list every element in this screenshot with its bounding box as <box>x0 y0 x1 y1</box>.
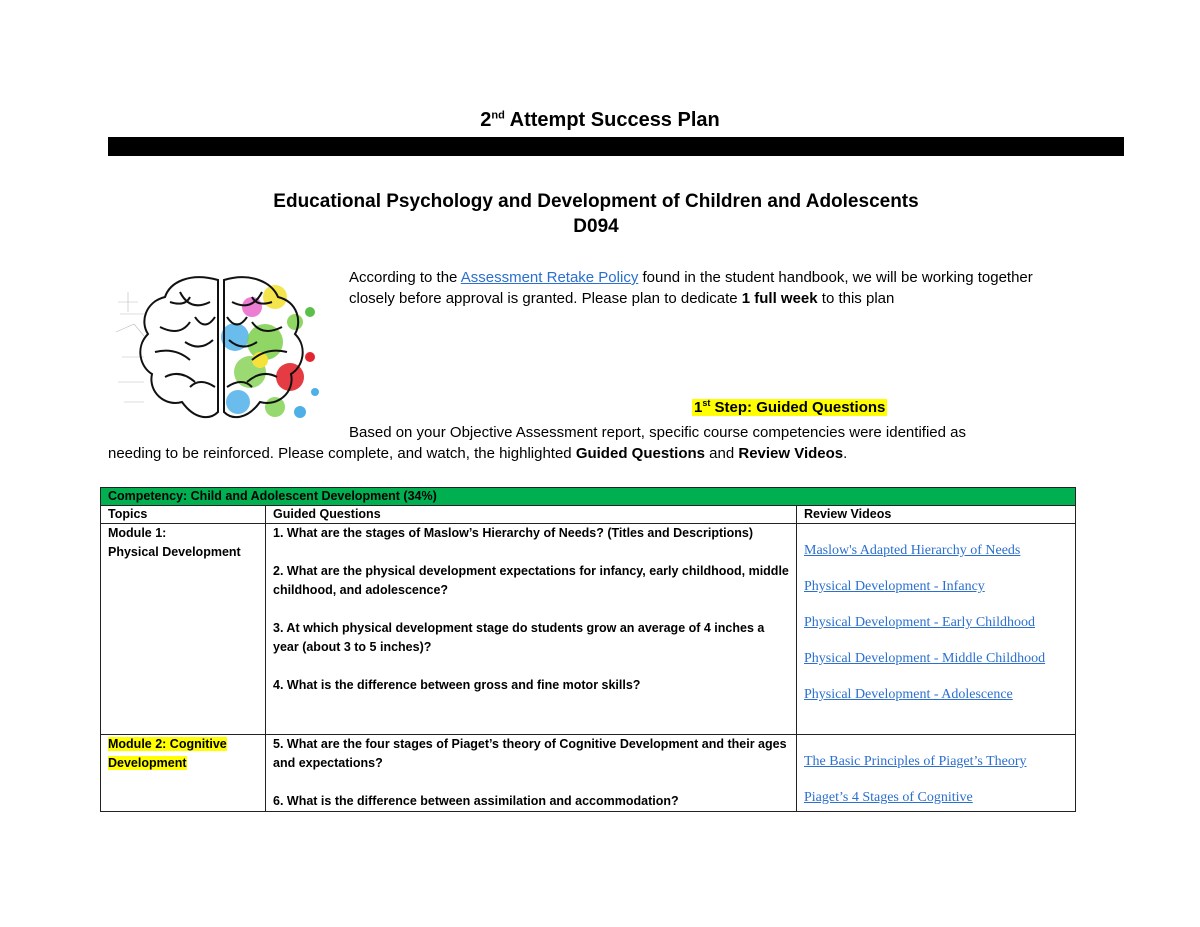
video-link-maslow[interactable]: Maslow's Adapted Hierarchy of Needs <box>804 543 1021 558</box>
guided-question: 3. At which physical development stage d… <box>273 621 765 654</box>
course-heading: Educational Psychology and Development o… <box>0 189 1192 239</box>
video-link-early-childhood[interactable]: Physical Development - Early Childhood <box>804 615 1035 630</box>
step-label: Step: Guided Questions <box>710 399 886 416</box>
column-header-topics: Topics <box>100 505 266 524</box>
intro-text: According to the <box>349 269 461 286</box>
competency-table: Competency: Child and Adolescent Develop… <box>100 487 1076 812</box>
instructions-text: . <box>843 445 848 462</box>
intro-bold: 1 full week <box>741 290 818 307</box>
step-superscript: st <box>702 398 711 408</box>
intro-text: found in the student handbook, we will b… <box>349 269 1033 307</box>
video-link-middle-childhood[interactable]: Physical Development - Middle Childhood <box>804 651 1046 666</box>
course-name: Educational Psychology and Development o… <box>273 191 919 212</box>
instructions-line-1: Based on your Objective Assessment repor… <box>349 424 966 441</box>
topic-label-highlighted: Module 2: Cognitive <box>108 737 227 751</box>
page-title: 2nd Attempt Success Plan <box>0 109 1200 132</box>
videos-cell: The Basic Principles of Piaget’s Theory … <box>796 734 1076 812</box>
competency-header-row: Competency: Child and Adolescent Develop… <box>100 487 1076 506</box>
topic-cell: Module 2: Cognitive Development <box>100 734 266 812</box>
intro-paragraph: According to the Assessment Retake Polic… <box>349 267 1069 309</box>
table-row: Module 2: Cognitive Development 5. What … <box>100 734 1076 812</box>
instructions-bold-videos: Review Videos <box>738 445 844 462</box>
topic-label-highlighted: Development <box>108 756 187 770</box>
instructions-line-2: needing to be reinforced. Please complet… <box>108 443 847 464</box>
topic-label: Physical Development <box>108 545 241 559</box>
questions-cell: 5. What are the four stages of Piaget’s … <box>265 734 797 812</box>
intro-text: to this plan <box>817 290 895 307</box>
topic-label: Module 1: <box>108 526 167 540</box>
title-superscript: nd <box>491 109 505 122</box>
instructions-text: and <box>705 445 739 462</box>
table-row: Module 1: Physical Development 1. What a… <box>100 523 1076 735</box>
guided-question: 6. What is the difference between assimi… <box>273 794 679 808</box>
video-link-infancy[interactable]: Physical Development - Infancy <box>804 579 985 594</box>
videos-cell: Maslow's Adapted Hierarchy of Needs Phys… <box>796 523 1076 735</box>
competency-header: Competency: Child and Adolescent Develop… <box>100 487 1076 506</box>
step-heading: 1st Step: Guided Questions <box>692 398 888 416</box>
video-link-adolescence[interactable]: Physical Development - Adolescence <box>804 687 1013 702</box>
guided-question: 5. What are the four stages of Piaget’s … <box>273 737 787 770</box>
questions-cell: 1. What are the stages of Maslow’s Hiera… <box>265 523 797 735</box>
assessment-retake-policy-link[interactable]: Assessment Retake Policy <box>460 269 639 286</box>
step-number: 1 <box>694 399 703 416</box>
course-code: D094 <box>573 216 619 237</box>
column-header-row: Topics Guided Questions Review Videos <box>100 505 1076 524</box>
guided-question: 4. What is the difference between gross … <box>273 678 641 692</box>
guided-question: 2. What are the physical development exp… <box>273 564 789 597</box>
topic-cell: Module 1: Physical Development <box>100 523 266 735</box>
guided-question: 1. What are the stages of Maslow’s Hiera… <box>273 526 753 540</box>
video-link-piaget-stages[interactable]: Piaget’s 4 Stages of Cognitive <box>804 790 973 805</box>
title-text: Attempt Success Plan <box>504 109 720 131</box>
video-link-piaget-principles[interactable]: The Basic Principles of Piaget’s Theory <box>804 754 1027 769</box>
brain-illustration <box>115 276 319 419</box>
instructions-bold-guided: Guided Questions <box>575 445 705 462</box>
title-number: 2 <box>480 109 492 131</box>
column-header-review-videos: Review Videos <box>796 505 1076 524</box>
instructions-text: needing to be reinforced. Please complet… <box>108 445 576 462</box>
column-header-guided-questions: Guided Questions <box>265 505 797 524</box>
divider-bar <box>108 137 1124 156</box>
